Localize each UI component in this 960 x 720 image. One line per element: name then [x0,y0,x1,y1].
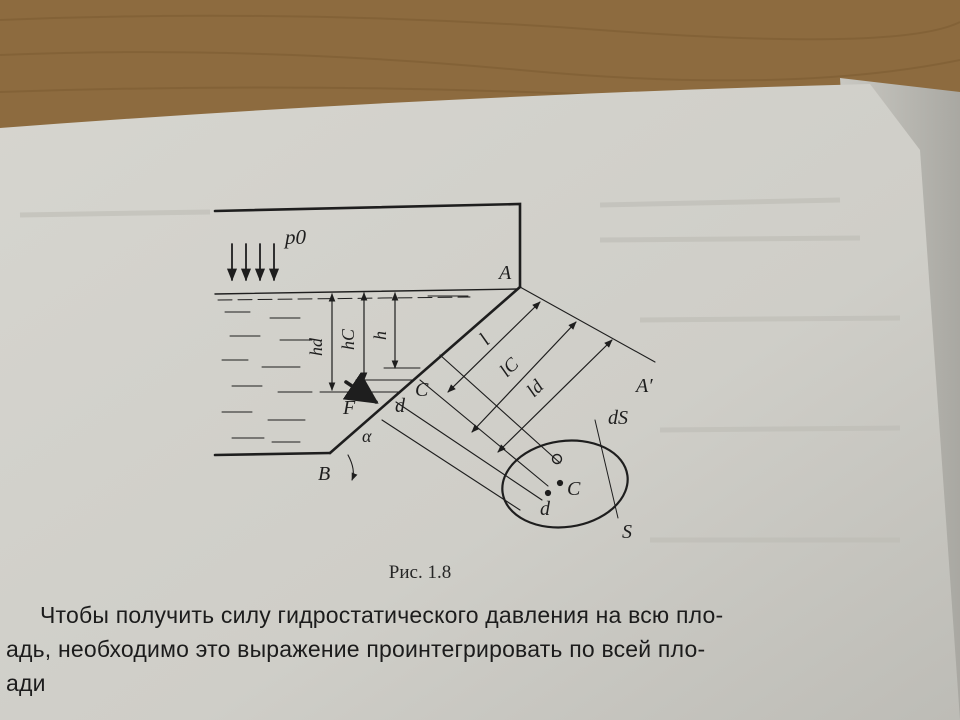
body-text-line-3: ади [6,670,46,696]
label-alpha: α [362,426,372,446]
hydrostatics-diagram [213,202,656,529]
angle-arc [347,454,358,481]
label-f: F [342,397,356,419]
projection-c [419,379,549,487]
pressure-center-d [544,489,552,497]
slant-ld [497,339,613,453]
body-text-line-2: адь, необходимо это выражение проинтегри… [6,636,706,662]
label-hc: hC [338,328,358,350]
area-ellipse [501,439,629,529]
elementary-area-ds [551,453,563,465]
vessel-bottom [213,451,332,457]
body-text-line-1: Чтобы получить силу гидростатического да… [40,602,724,628]
label-p0: p0 [283,225,307,249]
label-d-wall: d [395,395,406,417]
label-a-prime: A′ [634,375,653,397]
projection-d [395,401,543,501]
bleed-through-text [19,197,901,543]
force-arrow [342,372,379,404]
label-s: S [622,521,632,543]
label-c-plane: C [567,478,581,500]
pressure-arrows [226,243,280,282]
free-surface [214,288,519,295]
label-hd: hd [306,337,326,356]
vessel-outline [213,202,522,289]
label-c-wall: C [415,379,429,401]
centroid-point-c [556,479,564,487]
label-h: h [370,331,390,340]
figure-caption: Рис. 1.8 [388,562,452,583]
projection-bottom [381,419,521,511]
label-a: A [497,262,512,284]
ellipse-axis [594,419,619,519]
label-d-plane: d [540,498,551,520]
water-hatching [221,295,469,443]
free-surface-2 [217,296,471,301]
projection-a [519,286,656,363]
label-ds: dS [608,407,628,429]
label-b: B [318,463,330,485]
